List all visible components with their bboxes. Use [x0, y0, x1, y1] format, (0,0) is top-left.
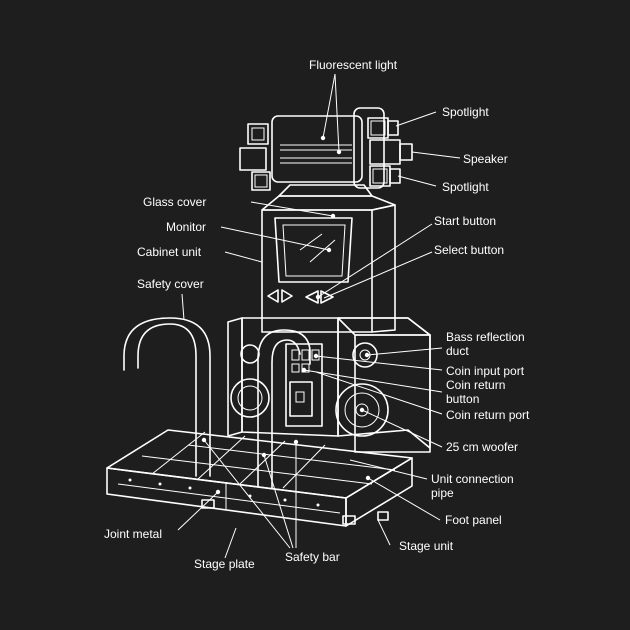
label-coin-return-port: Coin return port: [446, 408, 530, 422]
label-safety-cover: Safety cover: [137, 277, 204, 291]
label-joint-metal: Joint metal: [104, 527, 162, 541]
label-fluorescent-light: Fluorescent light: [309, 58, 398, 72]
label-glass-cover: Glass cover: [143, 195, 206, 209]
label-start-button: Start button: [434, 214, 496, 228]
label-spotlight-top: Spotlight: [442, 105, 489, 119]
cabinet-unit-drawing: [261, 184, 396, 333]
stage-unit-drawing: [106, 429, 413, 527]
label-coin-return-button-1: Coin return: [446, 378, 505, 392]
label-coin-return-button-2: button: [446, 392, 479, 406]
label-stage-plate: Stage plate: [194, 557, 255, 571]
label-bass-reflection-duct-1: Bass reflection: [446, 330, 525, 344]
machine-illustration: [106, 107, 431, 527]
speaker-cabinet-drawing: [227, 317, 431, 453]
label-speaker: Speaker: [463, 152, 508, 166]
safety-bar-drawing: [123, 317, 311, 489]
label-stage-unit: Stage unit: [399, 539, 454, 553]
label-safety-bar: Safety bar: [285, 550, 340, 564]
label-woofer: 25 cm woofer: [446, 440, 518, 454]
callout-labels: Fluorescent light Spotlight Speaker Spot…: [104, 58, 530, 571]
leader-lines: [177, 73, 461, 559]
label-unit-connection-pipe-2: pipe: [431, 486, 454, 500]
label-cabinet-unit: Cabinet unit: [137, 245, 202, 259]
label-foot-panel: Foot panel: [445, 513, 502, 527]
label-spotlight-bottom: Spotlight: [442, 180, 489, 194]
label-select-button: Select button: [434, 243, 504, 257]
head-unit-drawing: [239, 107, 413, 191]
label-unit-connection-pipe-1: Unit connection: [431, 472, 514, 486]
label-monitor: Monitor: [166, 220, 206, 234]
label-bass-reflection-duct-2: duct: [446, 344, 469, 358]
label-coin-input-port: Coin input port: [446, 364, 525, 378]
